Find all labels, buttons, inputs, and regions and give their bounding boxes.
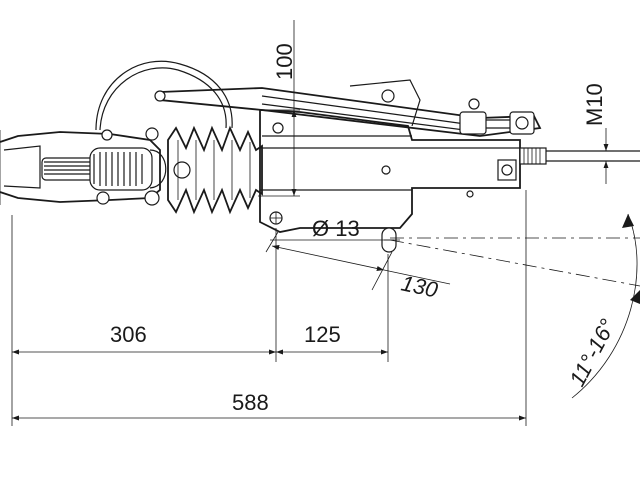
dim-diameter-label: Ø 13	[312, 216, 360, 241]
dim-m10: M10	[582, 83, 614, 184]
dim-306: 306	[11, 322, 276, 355]
coupling-head	[0, 127, 191, 206]
housing	[259, 79, 521, 233]
center-lines	[389, 237, 640, 287]
dim-100-label: 100	[272, 43, 297, 80]
dim-588: 588	[11, 390, 526, 421]
extension-lines	[11, 190, 527, 426]
dim-125-label: 125	[304, 322, 341, 347]
dim-130: 130	[265, 231, 451, 303]
breakaway-cable	[95, 60, 233, 131]
dim-125: 125	[276, 322, 388, 355]
dim-130-label: 130	[399, 270, 441, 302]
dim-m10-label: M10	[582, 83, 607, 126]
dim-306-label: 306	[110, 322, 147, 347]
dim-100: 100	[258, 20, 300, 197]
dim-588-label: 588	[232, 390, 269, 415]
dim-angle: 11°-16°	[564, 213, 640, 399]
bellows	[167, 125, 263, 215]
hand-brake-lever	[154, 87, 542, 137]
pull-rod	[519, 147, 640, 165]
dim-diameter: Ø 13	[270, 216, 400, 241]
